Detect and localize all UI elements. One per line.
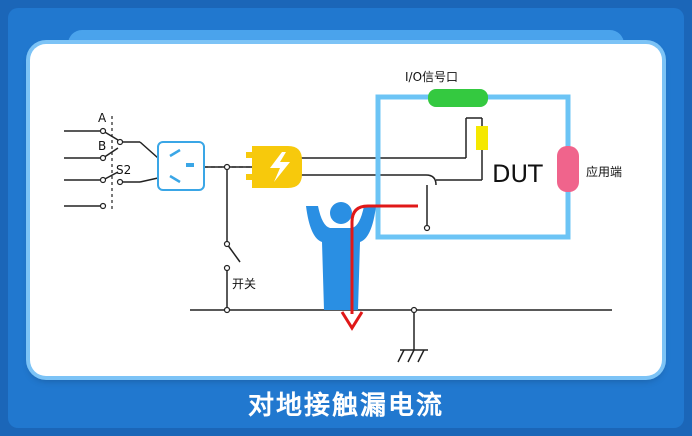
leakage-path [340, 204, 418, 331]
application-end [557, 146, 579, 192]
label-s2: S2 [116, 163, 131, 177]
label-application-end: 应用端 [586, 164, 622, 179]
label-switch: 开关 [232, 277, 256, 291]
label-dut: DUT [492, 160, 543, 188]
person-icon [306, 202, 376, 310]
ground-icon [397, 349, 425, 363]
label-io-port: I/O信号口 [405, 70, 458, 84]
label-a: A [98, 111, 107, 125]
io-port [428, 89, 488, 107]
plug-icon [246, 146, 302, 188]
socket-icon [157, 141, 205, 191]
io-link [476, 126, 488, 150]
diagram-caption: 对地接触漏电流 [247, 391, 444, 421]
label-b: B [98, 139, 106, 153]
arrow-down-icon [340, 311, 364, 331]
